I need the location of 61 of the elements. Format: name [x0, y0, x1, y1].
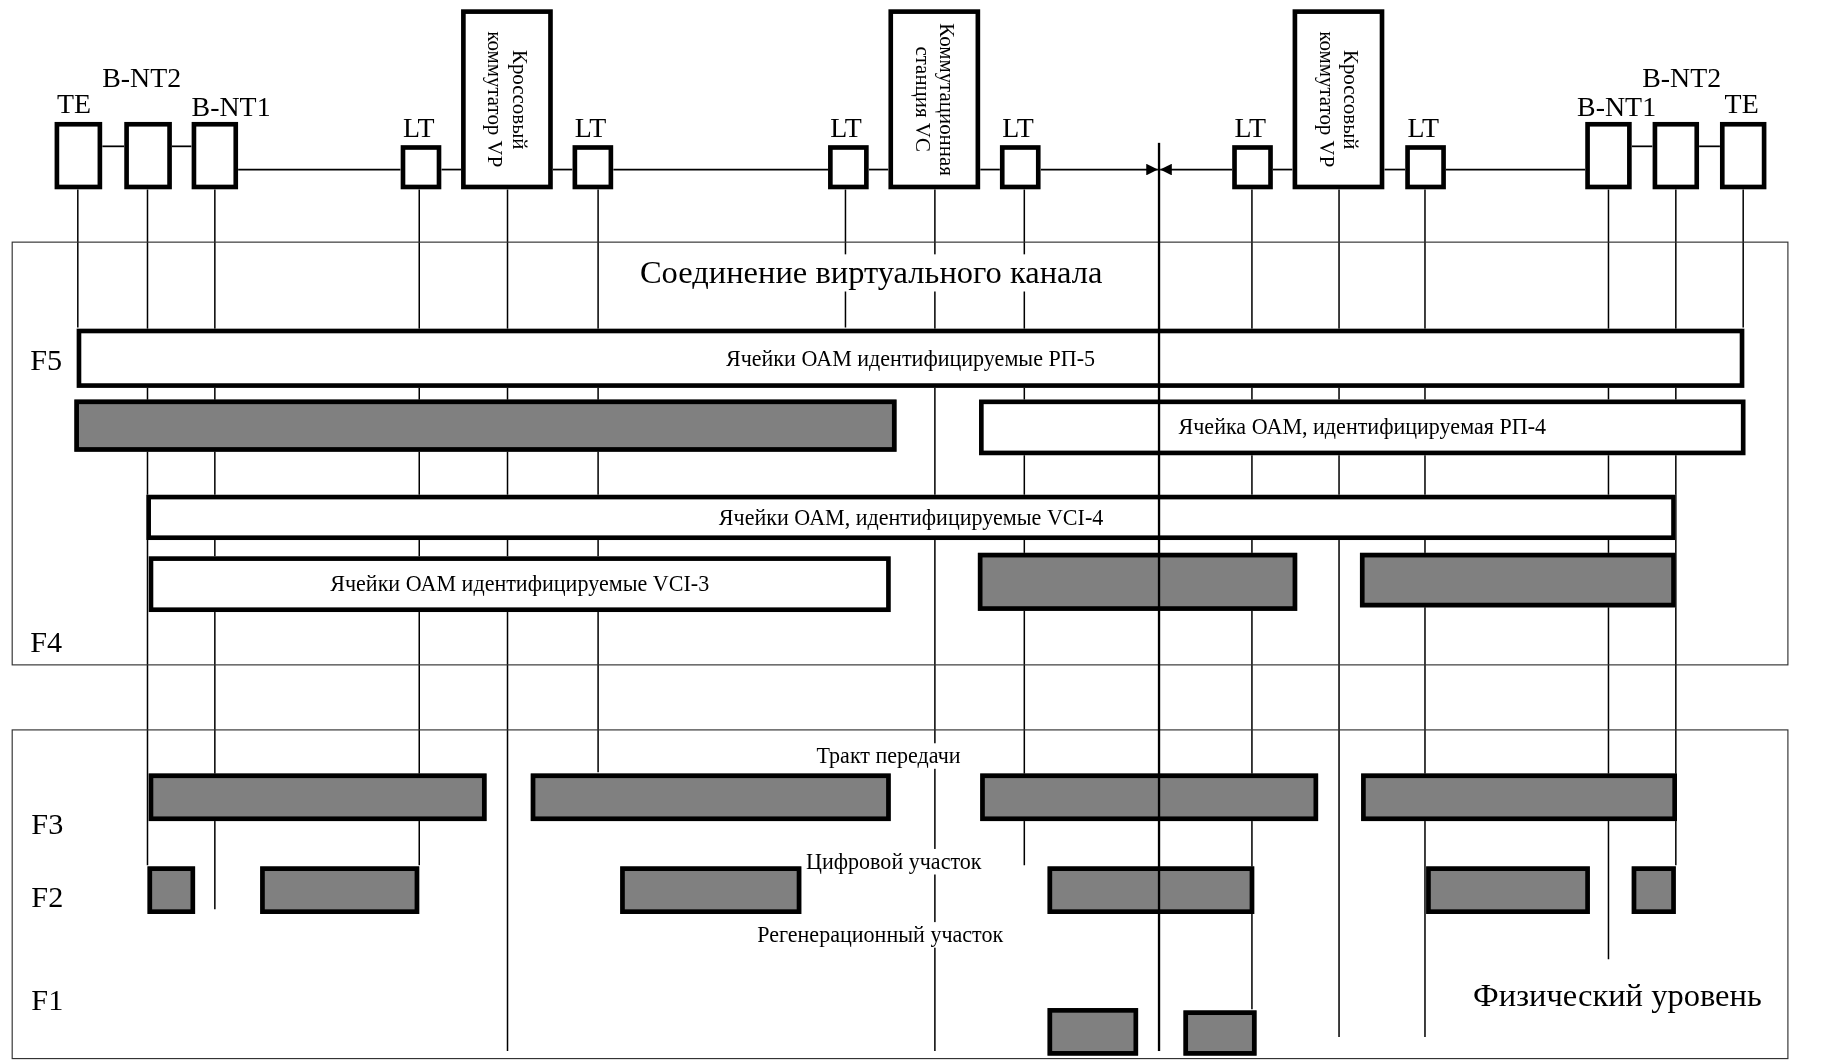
flow-bar [147, 866, 196, 914]
connector-line [171, 145, 193, 148]
connector-line [867, 168, 890, 171]
connector-line [1698, 145, 1721, 148]
equipment-label: B-NT1 [1577, 91, 1657, 122]
flow-bar [1047, 1008, 1139, 1056]
connector-line [1039, 163, 1159, 176]
flow-bar [1183, 1010, 1257, 1056]
equipment-label: B-NT2 [102, 62, 182, 93]
frame-title: Соединение виртуального канала [639, 254, 1103, 292]
equipment-label: LT [574, 112, 607, 143]
section-label: Регенерационный участок [757, 922, 1004, 948]
oam-box-label: Ячейки ОАМ идентифицируемые РП-5 [725, 345, 1096, 372]
flow-bar [620, 866, 802, 914]
connector-line [440, 168, 462, 171]
switch-box [888, 9, 981, 190]
oam-cell-box [76, 328, 1745, 388]
equipment-label: LT [1234, 112, 1266, 143]
connector-line [1271, 168, 1294, 171]
equipment-label: B-NT1 [191, 91, 271, 122]
connector-line [237, 168, 402, 171]
flow-bar [260, 866, 420, 914]
equipment-label: LT [403, 112, 435, 143]
section-label: Цифровой участок [806, 848, 982, 875]
connector-line [1445, 168, 1587, 171]
oam-cell-box [146, 494, 1676, 541]
connector-line [612, 168, 829, 171]
switch-box [461, 9, 553, 190]
flow-bar [74, 399, 897, 452]
oam-box-label: Ячейки ОАМ, идентифицируемые VCI-4 [718, 504, 1104, 531]
equipment-label: B-NT2 [1642, 62, 1722, 93]
connector-line [979, 168, 1001, 171]
equipment-label: TE [1724, 88, 1759, 119]
equipment-label: LT [1002, 112, 1034, 143]
switch-box [1292, 9, 1385, 190]
flow-bar [148, 773, 487, 822]
connector-line [1159, 163, 1234, 176]
section-label: Тракт передачи [816, 743, 961, 769]
connector-line [1383, 168, 1407, 171]
flow-bar [1359, 552, 1676, 608]
switch-label: Коммутационная станция VC [910, 21, 959, 178]
boundary-line [1157, 142, 1161, 1051]
flow-bar [1631, 866, 1676, 914]
flow-bar [1426, 866, 1590, 914]
flow-bar [977, 552, 1298, 611]
connector-line [551, 168, 574, 171]
connector-line [1630, 145, 1654, 148]
equipment-label: TE [56, 88, 91, 119]
connector-line [101, 145, 126, 148]
oam-box-label: Ячейка ОАМ, идентифицируемая РП-4 [1178, 414, 1546, 441]
flow-bar [980, 773, 1319, 822]
oam-box-label: Ячейки ОАМ идентифицируемые VCI-3 [330, 571, 710, 597]
flow-bar [530, 773, 891, 822]
equipment-label: LT [830, 112, 862, 143]
oam-cell-box [979, 399, 1746, 456]
oam-cell-box [148, 556, 891, 613]
flow-bar [1361, 773, 1677, 822]
switch-label: Кроссовый коммутатор VP [1314, 30, 1363, 170]
flow-bar [1047, 866, 1255, 914]
switch-label: Кроссовый коммутатор VP [482, 30, 532, 170]
equipment-label: LT [1407, 112, 1440, 143]
